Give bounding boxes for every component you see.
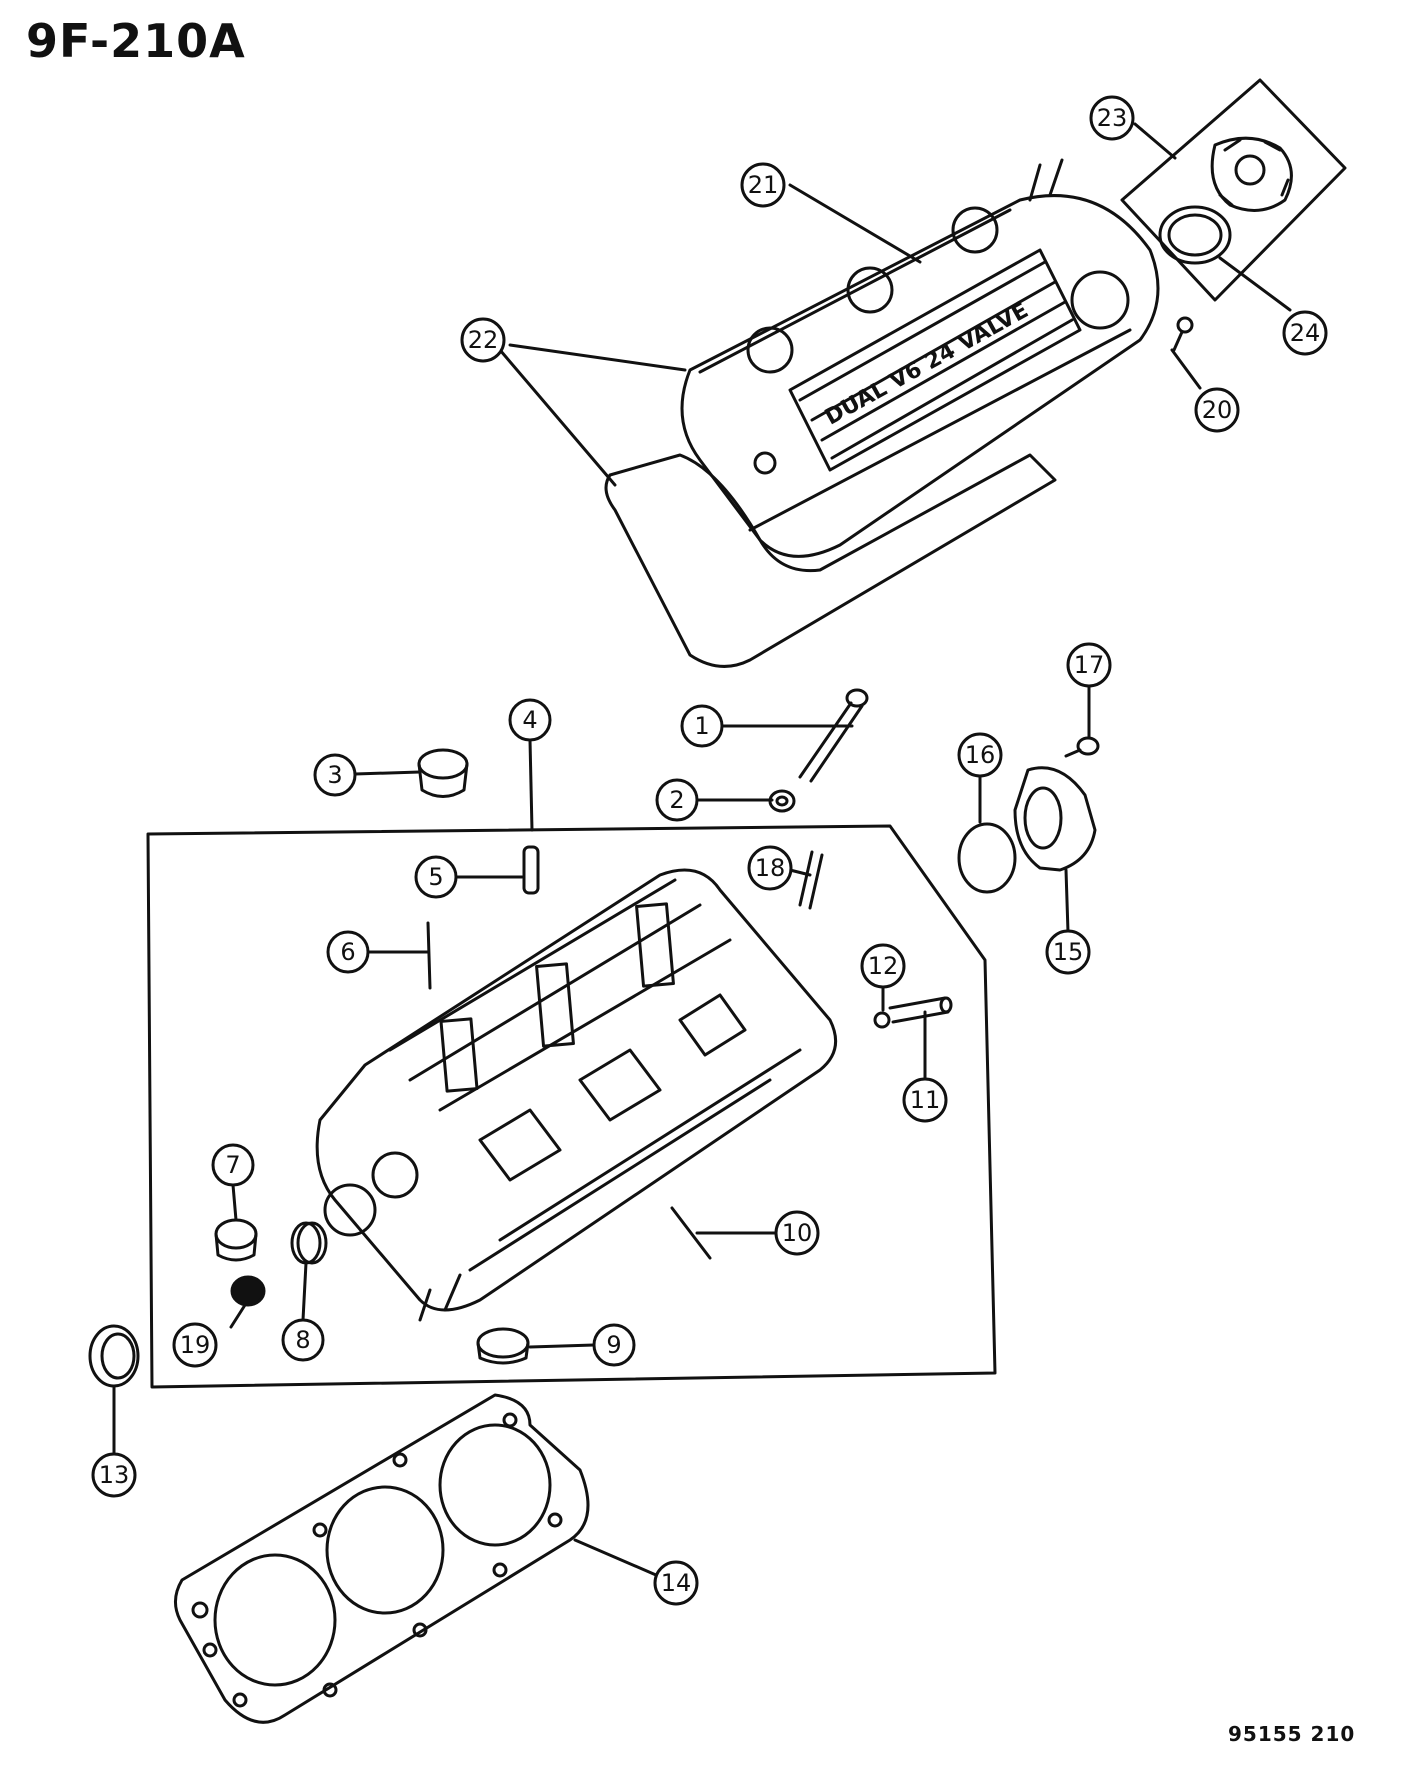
diagram-title: 9F-210A [26,14,246,68]
callout-23: 23 [1089,95,1135,141]
callout-label: 18 [755,854,786,882]
callout-label: 23 [1097,104,1128,132]
cylinder-head-box [146,824,997,1389]
callout-14: 14 [653,1560,699,1606]
callout-label: 2 [669,786,684,814]
callout-15: 15 [1045,929,1091,975]
oil-cap-box [1120,78,1347,302]
callout-8: 8 [281,1318,325,1362]
callout-21: 21 [740,162,786,208]
callout-17: 17 [1066,642,1112,688]
roll-pin [670,1206,712,1260]
callout-label: 1 [694,712,709,740]
callout-label: 12 [868,952,899,980]
dowel-pin [522,845,540,895]
callout-20: 20 [1194,387,1240,433]
callout-5: 5 [414,855,458,899]
callout-12: 12 [860,943,906,989]
callout-4: 4 [508,698,552,742]
callout-11: 11 [902,1077,948,1123]
callouts: 1 2 3 4 5 6 7 8 [91,95,1328,1606]
stud [798,850,824,910]
callout-19: 19 [172,1322,218,1368]
callout-6: 6 [326,930,370,974]
head-bolt [798,688,869,783]
callout-24: 24 [1282,310,1328,356]
callout-label: 15 [1053,938,1084,966]
callout-13: 13 [91,1452,137,1498]
callout-1: 1 [680,704,724,748]
plug-19 [230,1275,266,1307]
plug-8 [290,1221,328,1265]
housing-bolt [1064,736,1100,758]
o-ring [957,822,1017,894]
callout-label: 10 [782,1219,813,1247]
check-ball [873,1011,891,1029]
valve-cover-gasket [604,453,1057,668]
callout-7: 7 [211,1143,255,1187]
leader-lines [112,122,1292,1577]
callout-label: 20 [1202,396,1233,424]
cup-9 [476,1327,530,1365]
callout-18: 18 [747,845,793,891]
callout-label: 13 [99,1461,130,1489]
callout-label: 17 [1074,651,1105,679]
callout-3: 3 [313,753,357,797]
callout-9: 9 [592,1323,636,1367]
callout-label: 21 [748,171,779,199]
head-gasket [174,1393,590,1724]
callout-22: 22 [460,317,506,363]
guide-pin [426,921,432,990]
sleeve [888,996,953,1024]
callout-label: 8 [295,1326,310,1354]
callout-label: 16 [965,741,996,769]
drawing-code: 95155 210 [1228,1722,1356,1746]
callout-label: 9 [606,1331,621,1359]
cup-plug [417,748,469,798]
callout-label: 24 [1290,319,1321,347]
callout-label: 6 [340,938,355,966]
cylinder-head [315,868,838,1322]
callout-label: 5 [428,863,443,891]
callout-label: 14 [661,1569,692,1597]
oil-cap-seal [1158,205,1232,265]
valve-cover-logo-panel [788,248,1082,472]
callout-label: 11 [910,1086,941,1114]
callout-10: 10 [774,1210,820,1256]
plug-7 [214,1218,258,1262]
cover-logo-text: DUAL V6 24 VALVE [821,298,1033,430]
callout-2: 2 [655,778,699,822]
callout-16: 16 [957,732,1003,778]
callout-label: 7 [225,1151,240,1179]
callout-label: 3 [327,761,342,789]
seal-13 [88,1324,140,1388]
cover-bolt [1172,316,1194,352]
housing [1013,766,1097,872]
callout-label: 22 [468,326,499,354]
callout-label: 4 [522,706,537,734]
oil-filler-cap [1210,136,1293,212]
callout-label: 19 [180,1331,211,1359]
head-bolt-washer [768,789,796,813]
valve-cover [680,158,1160,558]
